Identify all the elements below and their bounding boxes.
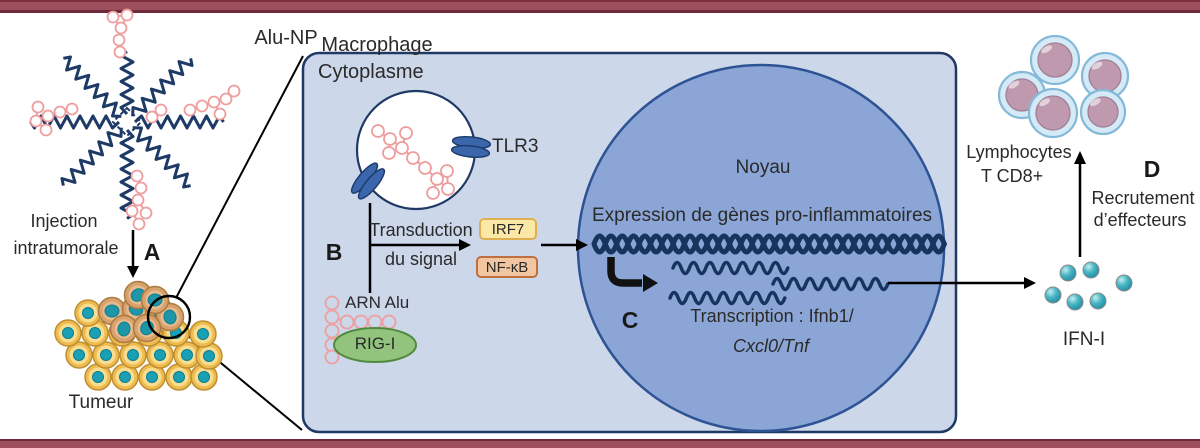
- alu-np-nanoparticle: [29, 50, 225, 220]
- nfkb-label: NF-κB: [485, 258, 529, 276]
- recrutement-label-line2: d’effecteurs: [1093, 210, 1187, 230]
- irf7-label: IRF7: [491, 220, 525, 238]
- recruitment-arrow: [1074, 151, 1086, 257]
- transduction-label-line2: du signal: [384, 249, 458, 269]
- arn-alu-label: ARN Alu: [345, 293, 410, 312]
- rig-i-label: RIG-I: [354, 334, 396, 353]
- injection-label-line2: intratumorale: [13, 238, 119, 258]
- ifn-label: IFN-I: [1062, 329, 1106, 350]
- tlr3-receptor: [450, 135, 492, 159]
- step-b-label: B: [325, 239, 343, 265]
- signal-transduction-arrow: [370, 239, 471, 251]
- step-c-label: C: [621, 307, 639, 333]
- endosome-rna: [371, 124, 455, 200]
- magnifier-circle: [146, 294, 192, 340]
- gene-ifnb1: Ifnb1/: [808, 306, 854, 326]
- tlr3-label: TLR3: [492, 136, 539, 157]
- rig-i-oval: [333, 327, 417, 363]
- transcription-prefix: Transcription :: [690, 306, 809, 326]
- transcription-elbow-arrow: [607, 257, 658, 292]
- cytoplasme-label: Cytoplasme: [318, 61, 424, 83]
- ifn-molecules: [1044, 261, 1133, 311]
- alu-np-label: Alu-NP: [254, 27, 318, 49]
- recrutement-label-line1: Recrutement: [1091, 188, 1195, 208]
- macrophage-label: Macrophage: [321, 34, 433, 56]
- transcription-label-line2: Cxcl0/Tnf: [732, 336, 810, 356]
- noyau-label: Noyau: [735, 157, 791, 178]
- nucleus-input-arrow: [541, 239, 588, 251]
- top-border-bar: [0, 0, 1200, 13]
- transcription-label-line1: Transcription : Ifnb1/: [690, 306, 853, 327]
- irf7-box: IRF7: [479, 218, 537, 240]
- lymphocyte-cells: [997, 34, 1130, 139]
- arn-alu-structure: [324, 295, 397, 365]
- tumor-illustration: [54, 280, 223, 391]
- expression-label: Expression de gènes pro-inflammatoires: [591, 205, 933, 226]
- mrna-transcripts: [668, 260, 890, 306]
- bottom-border-bar: [0, 439, 1200, 448]
- nfkb-box: NF-κB: [476, 256, 538, 278]
- injection-label-line1: Injection: [30, 211, 98, 231]
- lymphocytes-label-line1: Lymphocytes: [966, 142, 1072, 162]
- step-d-label: D: [1143, 156, 1161, 182]
- alu-rna-chains: [29, 8, 241, 231]
- lymphocytes-label-line2: T CD8+: [980, 166, 1044, 186]
- transduction-label-line1: Transduction: [369, 220, 473, 240]
- dna-helix: [591, 233, 947, 255]
- injection-arrow: [127, 230, 139, 278]
- endosomal-receptor: [350, 162, 386, 200]
- ifn-output-arrow: [888, 277, 1036, 289]
- tumeur-label: Tumeur: [68, 392, 134, 413]
- step-a-label: A: [143, 239, 161, 265]
